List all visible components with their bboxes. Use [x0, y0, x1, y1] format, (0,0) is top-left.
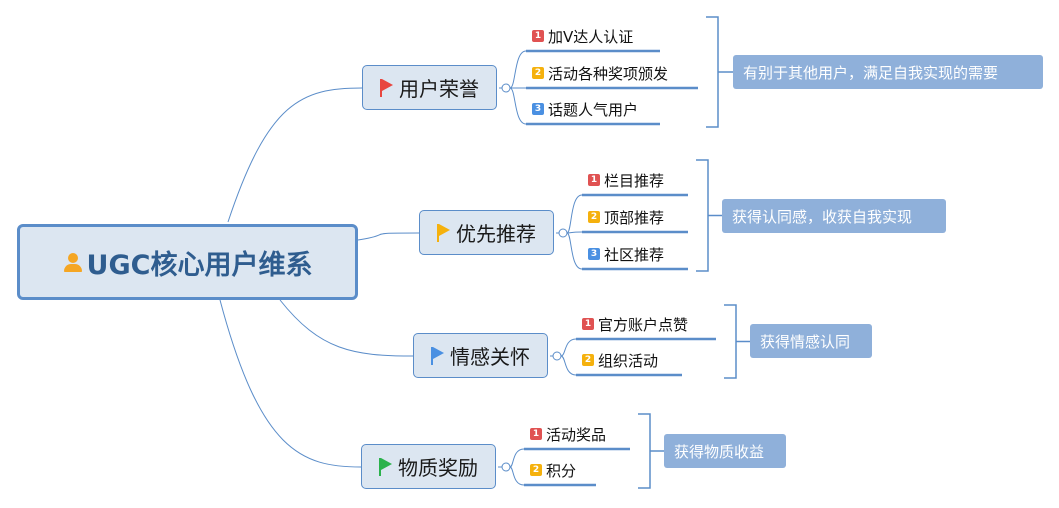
subtopic-item[interactable]: 2 组织活动 — [582, 350, 658, 370]
summary-callout[interactable]: 有别于其他用户，满足自我实现的需要 — [733, 55, 1043, 89]
summary-callout[interactable]: 获得情感认同 — [750, 324, 872, 358]
subtopic-item[interactable]: 2 积分 — [530, 460, 576, 480]
item-connector — [509, 448, 630, 468]
priority-1-icon: 1 — [532, 30, 544, 42]
subtopic-item[interactable]: 3 话题人气用户 — [532, 99, 638, 119]
branch-topic[interactable]: 优先推荐 — [419, 210, 554, 255]
subtopic-item[interactable]: 2 活动各种奖项颁发 — [532, 63, 668, 83]
branch-label: 物质奖励 — [398, 456, 478, 480]
flag-icon — [380, 78, 394, 97]
subtopic-item[interactable]: 1 加V达人认证 — [532, 26, 633, 46]
collapse-toggle[interactable] — [558, 228, 568, 238]
collapse-toggle[interactable] — [501, 462, 511, 472]
collapse-toggle[interactable] — [552, 351, 562, 361]
subtopic-item[interactable]: 2 顶部推荐 — [588, 207, 664, 227]
subtopic-item[interactable]: 1 活动奖品 — [530, 424, 606, 444]
subtopic-label: 话题人气用户 — [548, 100, 639, 119]
summary-callout[interactable]: 获得认同感，收获自我实现 — [722, 199, 946, 233]
subtopic-item[interactable]: 3 社区推荐 — [588, 244, 664, 264]
item-connector — [509, 50, 660, 89]
subtopic-label: 顶部推荐 — [604, 208, 665, 227]
root-connector — [279, 299, 414, 357]
priority-3-icon: 3 — [532, 103, 544, 115]
branch-topic[interactable]: 物质奖励 — [361, 444, 496, 489]
subtopic-label: 组织活动 — [598, 351, 659, 370]
branch-label: 用户荣誉 — [399, 77, 479, 101]
flag-icon — [379, 457, 393, 476]
summary-bracket — [696, 159, 722, 272]
priority-2-icon: 2 — [530, 464, 542, 476]
root-topic[interactable]: UGC核心用户维系 — [17, 224, 358, 300]
flag-icon — [437, 223, 451, 242]
flag-icon — [431, 346, 445, 365]
subtopic-item[interactable]: 1 栏目推荐 — [588, 170, 664, 190]
item-connector — [509, 466, 596, 486]
item-connector — [560, 338, 716, 357]
subtopic-label: 社区推荐 — [604, 245, 665, 264]
root-connector — [357, 232, 420, 241]
item-connector — [566, 194, 688, 234]
branch-topic[interactable]: 情感关怀 — [413, 333, 548, 378]
priority-2-icon: 2 — [588, 211, 600, 223]
priority-1-icon: 1 — [588, 174, 600, 186]
subtopic-label: 加V达人认证 — [548, 27, 634, 46]
summary-bracket — [706, 16, 733, 128]
subtopic-label: 活动奖品 — [546, 425, 607, 444]
root-connector — [227, 87, 363, 223]
root-connector — [219, 299, 362, 468]
priority-1-icon: 1 — [530, 428, 542, 440]
priority-2-icon: 2 — [532, 67, 544, 79]
subtopic-label: 活动各种奖项颁发 — [548, 64, 669, 83]
item-connector — [509, 87, 660, 125]
item-connector — [566, 231, 688, 234]
summary-bracket — [724, 304, 750, 379]
collapse-toggle[interactable] — [501, 83, 511, 93]
branch-topic[interactable]: 用户荣誉 — [362, 65, 497, 110]
priority-1-icon: 1 — [582, 318, 594, 330]
item-connector — [566, 232, 688, 270]
branch-label: 优先推荐 — [456, 222, 536, 246]
priority-2-icon: 2 — [582, 354, 594, 366]
summary-bracket — [638, 413, 664, 489]
root-title: UGC核心用户维系 — [86, 249, 313, 281]
subtopic-label: 栏目推荐 — [604, 171, 665, 190]
priority-3-icon: 3 — [588, 248, 600, 260]
subtopic-label: 官方账户点赞 — [598, 315, 689, 334]
item-connector — [560, 355, 682, 376]
branch-label: 情感关怀 — [450, 345, 530, 369]
summary-callout[interactable]: 获得物质收益 — [664, 434, 786, 468]
person-icon — [63, 252, 83, 272]
subtopic-label: 积分 — [546, 461, 577, 480]
subtopic-item[interactable]: 1 官方账户点赞 — [582, 314, 688, 334]
